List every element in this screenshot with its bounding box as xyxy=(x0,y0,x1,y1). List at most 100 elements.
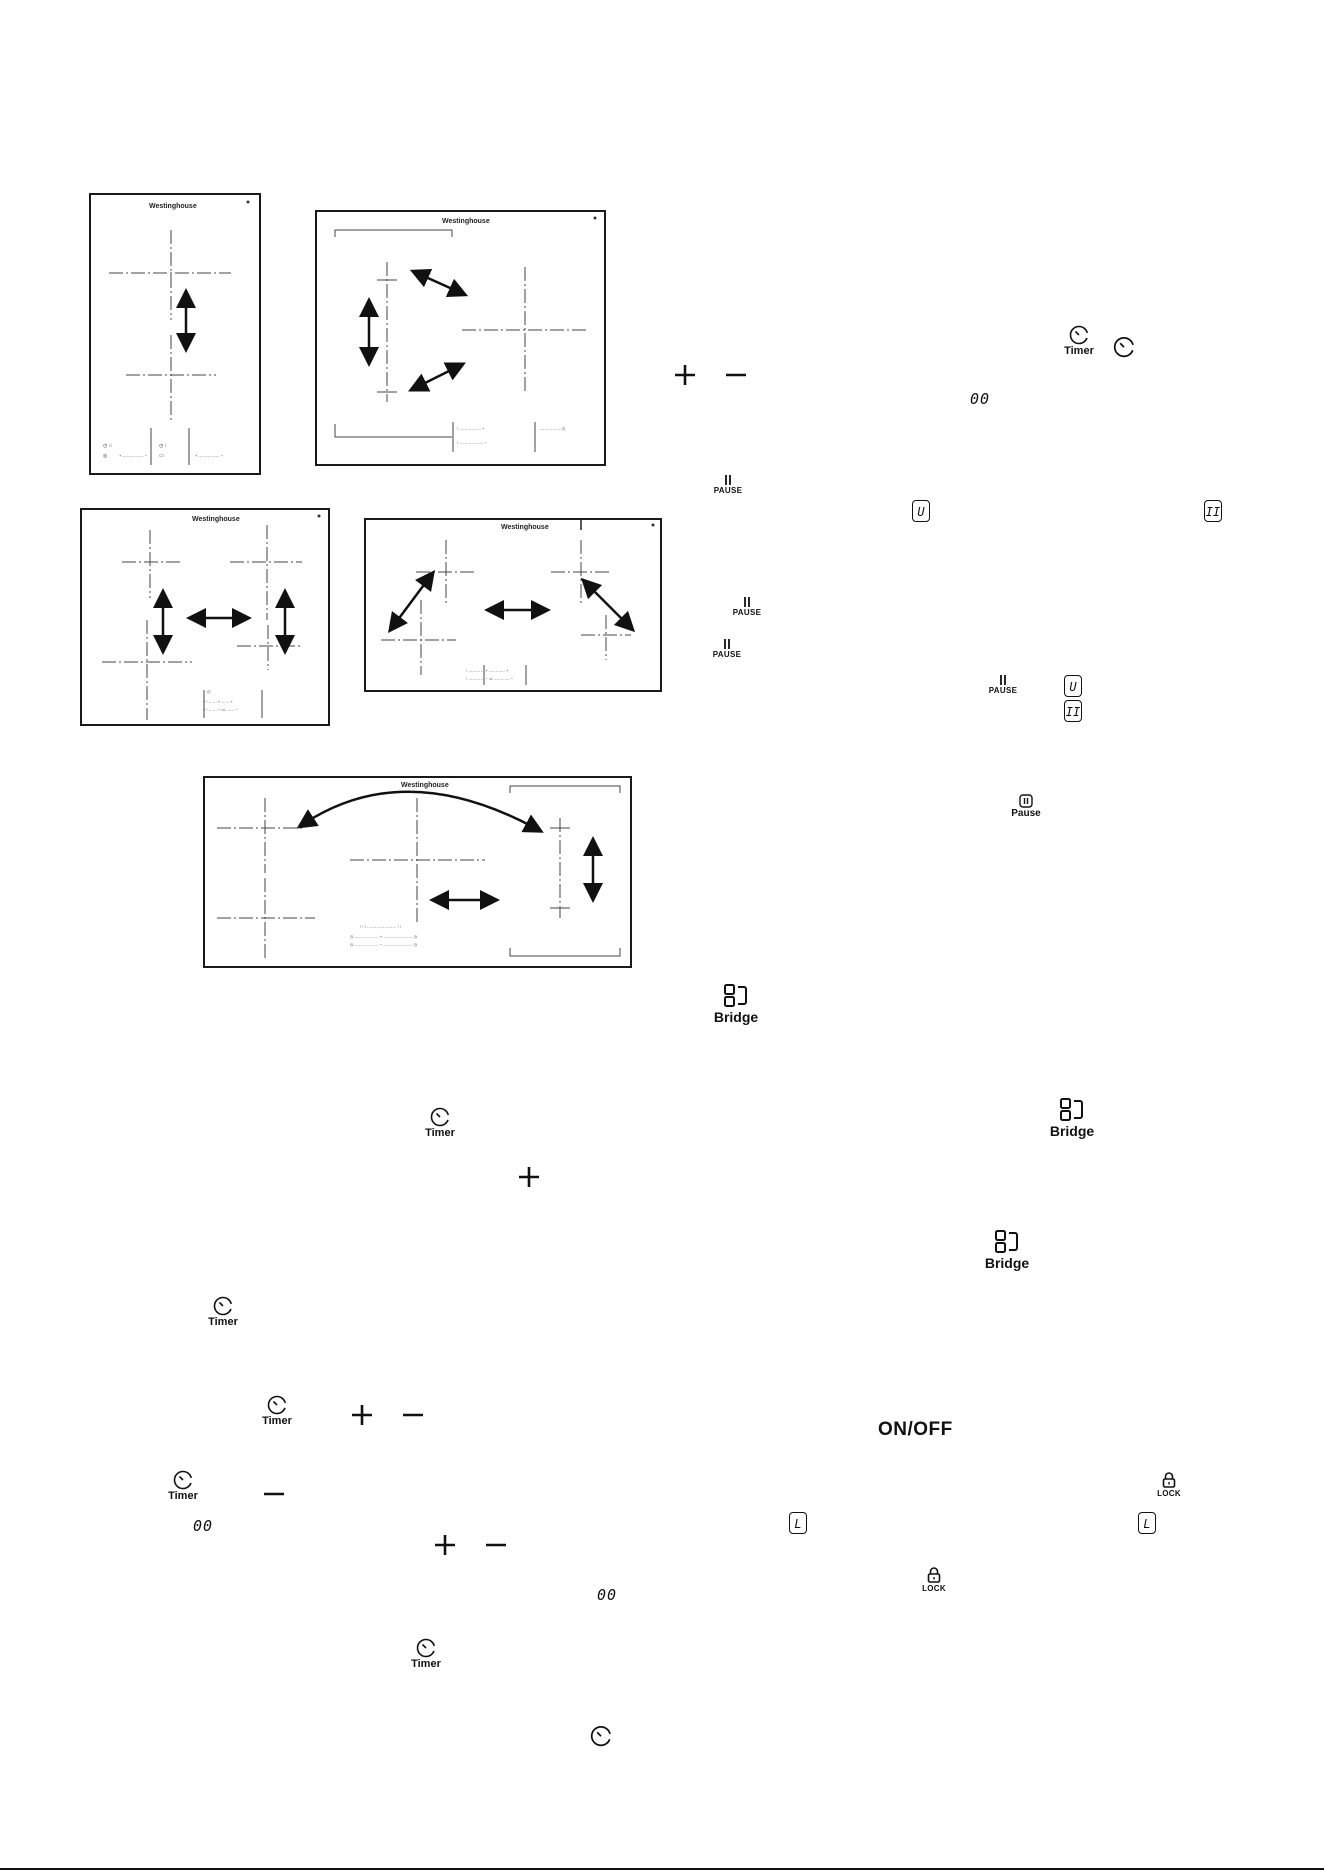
boxed-l-symbol: L xyxy=(1138,1512,1156,1534)
pause-button-graphic: PAUSE xyxy=(709,639,745,661)
svg-text:⁝ ⁝ ‥‥‥ + ‥‥‥ +: ⁝ ⁝ ‥‥‥ + ‥‥‥ + xyxy=(204,699,233,704)
bridge-label: Bridge xyxy=(713,1009,759,1025)
diagram-2-drawing: ⁝ ‥‥‥‥‥‥‥‥ + ⁝ ‥‥‥‥‥‥‥‥‥ − ‥‥‥‥‥‥‥‥ ◷ xyxy=(334,216,597,452)
boxed-u-symbol: U xyxy=(912,500,930,522)
bridge-button-graphic: Bridge xyxy=(977,1229,1037,1271)
timer-icon xyxy=(416,1638,436,1658)
diagram-4-drawing: ⁝ ‥‥‥‥‥‥ + ‥‥‥‥‥‥ + ⁝ ‥‥‥‥‥‥ − ▭ ‥‥‥‥‥‥ … xyxy=(381,520,655,685)
pause-icon xyxy=(724,639,730,649)
svg-text:◷ ‥‥‥‥‥‥‥‥‥ + ‥‥‥‥‥‥‥‥‥‥‥ ◷: ◷ ‥‥‥‥‥‥‥‥‥ + ‥‥‥‥‥‥‥‥‥‥‥ ◷ xyxy=(350,934,418,939)
plus-icon xyxy=(433,1533,457,1562)
svg-text:+ ‥‥‥‥‥‥‥‥ −: + ‥‥‥‥‥‥‥‥ − xyxy=(119,453,148,458)
timer-icon xyxy=(267,1395,287,1415)
bridge-label: Bridge xyxy=(984,1255,1030,1271)
timer-button-graphic: Timer xyxy=(1059,323,1099,357)
boxed-u-symbol: U xyxy=(1064,675,1082,697)
lock-icon xyxy=(1162,1472,1176,1488)
minus-icon xyxy=(262,1482,286,1511)
svg-text:◷ ⁝: ◷ ⁝ xyxy=(159,443,167,449)
plus-icon xyxy=(517,1165,541,1194)
pause-icon xyxy=(1000,675,1006,685)
boxed-l-symbol: L xyxy=(789,1512,807,1534)
pause-icon xyxy=(725,475,731,485)
timer-icon xyxy=(1069,325,1089,345)
bridge-label: Bridge xyxy=(1049,1123,1095,1139)
minus-icon xyxy=(724,363,748,392)
display-00: 00 xyxy=(970,390,991,408)
brand-logo: Westinghouse xyxy=(192,516,240,523)
svg-text:⁝ ‥‥‥‥‥‥ − ▭ ‥‥‥‥‥‥ −: ⁝ ‥‥‥‥‥‥ − ▭ ‥‥‥‥‥‥ − xyxy=(466,676,514,681)
timer-button-graphic: Timer xyxy=(203,1294,243,1328)
brand-logo: Westinghouse xyxy=(149,203,197,210)
timer-label: Timer xyxy=(208,1316,238,1328)
diagram-3-drawing: ◷ ⁝ ⁝ ‥‥‥ + ‥‥‥ + ⁝ ⁝ ‥‥‥ − ▭ ‥‥‥ − xyxy=(102,514,321,720)
pause-label: PAUSE xyxy=(732,608,762,617)
timer-button-graphic: Timer xyxy=(163,1468,203,1502)
cooktop-diagram-4-zone: Westinghouse ◷ ⁝ ⁝ ‥‥‥ + ‥‥‥ + ⁝ ⁝ ‥‥‥ −… xyxy=(80,508,330,726)
timer-icon xyxy=(589,1723,613,1752)
lock-icon xyxy=(927,1567,941,1583)
minus-icon xyxy=(484,1533,508,1562)
timer-icon xyxy=(1112,334,1136,363)
display-00: 00 xyxy=(193,1517,214,1535)
timer-icon xyxy=(213,1296,233,1316)
svg-text:⁝ ⁝ ‥‥‥ − ▭ ‥‥‥ −: ⁝ ⁝ ‥‥‥ − ▭ ‥‥‥ − xyxy=(204,707,238,712)
pause-button-graphic: Pause xyxy=(1006,794,1046,820)
lock-label: LOCK xyxy=(922,1584,946,1593)
svg-text:+ ‥‥‥‥‥‥‥‥ −: + ‥‥‥‥‥‥‥‥ − xyxy=(195,453,224,458)
svg-text:▭: ▭ xyxy=(159,453,164,459)
svg-text:◷: ◷ xyxy=(207,689,211,694)
timer-icon xyxy=(173,1470,193,1490)
timer-button-graphic: Timer xyxy=(420,1105,460,1139)
svg-text:◷ ‥‥‥‥‥‥‥‥‥ − ‥‥‥‥‥‥‥‥‥‥‥ ◷: ◷ ‥‥‥‥‥‥‥‥‥ − ‥‥‥‥‥‥‥‥‥‥‥ ◷ xyxy=(350,942,418,947)
svg-text:⁝ ⁝ ⁝ ‥‥‥‥‥‥‥‥‥‥‥ ⁝ ⁝: ⁝ ⁝ ⁝ ‥‥‥‥‥‥‥‥‥‥‥ ⁝ ⁝ xyxy=(360,924,401,929)
diagram-5-drawing: ⁝ ⁝ ⁝ ‥‥‥‥‥‥‥‥‥‥‥ ⁝ ⁝ ◷ ‥‥‥‥‥‥‥‥‥ + ‥‥‥‥… xyxy=(217,785,621,958)
timer-label: Timer xyxy=(168,1490,198,1502)
pause-label: PAUSE xyxy=(712,650,742,659)
svg-text:⁝ ‥‥‥‥‥‥ + ‥‥‥‥‥‥ +: ⁝ ‥‥‥‥‥‥ + ‥‥‥‥‥‥ + xyxy=(466,668,509,673)
footer-rule xyxy=(0,1868,1324,1870)
svg-text:⁝ ‥‥‥‥‥‥‥‥‥ −: ⁝ ‥‥‥‥‥‥‥‥‥ − xyxy=(457,440,488,445)
timer-label: Timer xyxy=(425,1127,455,1139)
pause-icon xyxy=(744,597,750,607)
timer-label: Timer xyxy=(1064,345,1094,357)
lock-button-graphic: LOCK xyxy=(1149,1472,1189,1500)
pause-label: PAUSE xyxy=(988,686,1018,695)
bridge-button-graphic: Bridge xyxy=(706,983,766,1025)
bridge-icon xyxy=(724,984,747,1007)
pause-button-graphic: PAUSE xyxy=(710,475,746,497)
plus-icon xyxy=(673,363,697,392)
timer-button-graphic: Timer xyxy=(257,1393,297,1427)
pause-label: Pause xyxy=(1011,808,1041,819)
diagram-1-drawing: ◷ ⁝⁝ ◎ + ‥‥‥‥‥‥‥‥ − ◷ ⁝ ▭ + ‥‥‥‥‥‥‥‥ − xyxy=(103,200,250,465)
pause-button-graphic: PAUSE xyxy=(985,675,1021,697)
cooktop-diagram-3-zone-flex: Westinghouse ⁝ ‥‥‥‥‥‥‥‥ + ⁝ ‥‥‥‥‥‥‥‥‥ − … xyxy=(315,210,606,466)
minus-icon xyxy=(401,1403,425,1432)
brand-logo: Westinghouse xyxy=(501,524,549,531)
cooktop-diagram-4-zone-wide: Westinghouse ⁝ ‥‥‥‥‥‥ + ‥‥‥‥‥‥ + ⁝ ‥‥‥‥‥… xyxy=(364,518,662,692)
svg-text:◷ ⁝⁝: ◷ ⁝⁝ xyxy=(103,443,112,449)
display-00: 00 xyxy=(597,1586,618,1604)
plus-icon xyxy=(350,1403,374,1432)
boxed-ii-symbol: II xyxy=(1064,700,1082,722)
brand-logo: Westinghouse xyxy=(442,218,490,225)
svg-text:⁝ ‥‥‥‥‥‥‥‥ +: ⁝ ‥‥‥‥‥‥‥‥ + xyxy=(457,426,485,431)
pause-icon xyxy=(1019,794,1033,808)
timer-icon xyxy=(430,1107,450,1127)
timer-label: Timer xyxy=(411,1658,441,1670)
bridge-icon xyxy=(1060,1098,1083,1121)
lock-label: LOCK xyxy=(1157,1489,1181,1498)
cooktop-diagram-2-zone-vertical: Westinghouse ◷ ⁝⁝ ◎ + ‥‥‥‥‥‥‥‥ − ◷ ⁝ ▭ +… xyxy=(89,193,261,475)
timer-label: Timer xyxy=(262,1415,292,1427)
svg-text:◎: ◎ xyxy=(103,453,108,459)
cooktop-diagram-5-zone: Westinghouse ⁝ ⁝ ⁝ ‥‥‥‥‥‥‥‥‥‥‥ ⁝ ⁝ ◷ ‥‥‥… xyxy=(203,776,632,968)
brand-logo: Westinghouse xyxy=(401,782,449,789)
pause-button-graphic: PAUSE xyxy=(729,597,765,619)
boxed-ii-symbol: II xyxy=(1204,500,1222,522)
bridge-icon xyxy=(995,1230,1018,1253)
timer-button-graphic: Timer xyxy=(406,1636,446,1670)
bridge-button-graphic: Bridge xyxy=(1042,1097,1102,1139)
svg-text:‥‥‥‥‥‥‥‥ ◷: ‥‥‥‥‥‥‥‥ ◷ xyxy=(539,426,565,431)
lock-button-graphic: LOCK xyxy=(914,1567,954,1595)
pause-label: PAUSE xyxy=(713,486,743,495)
